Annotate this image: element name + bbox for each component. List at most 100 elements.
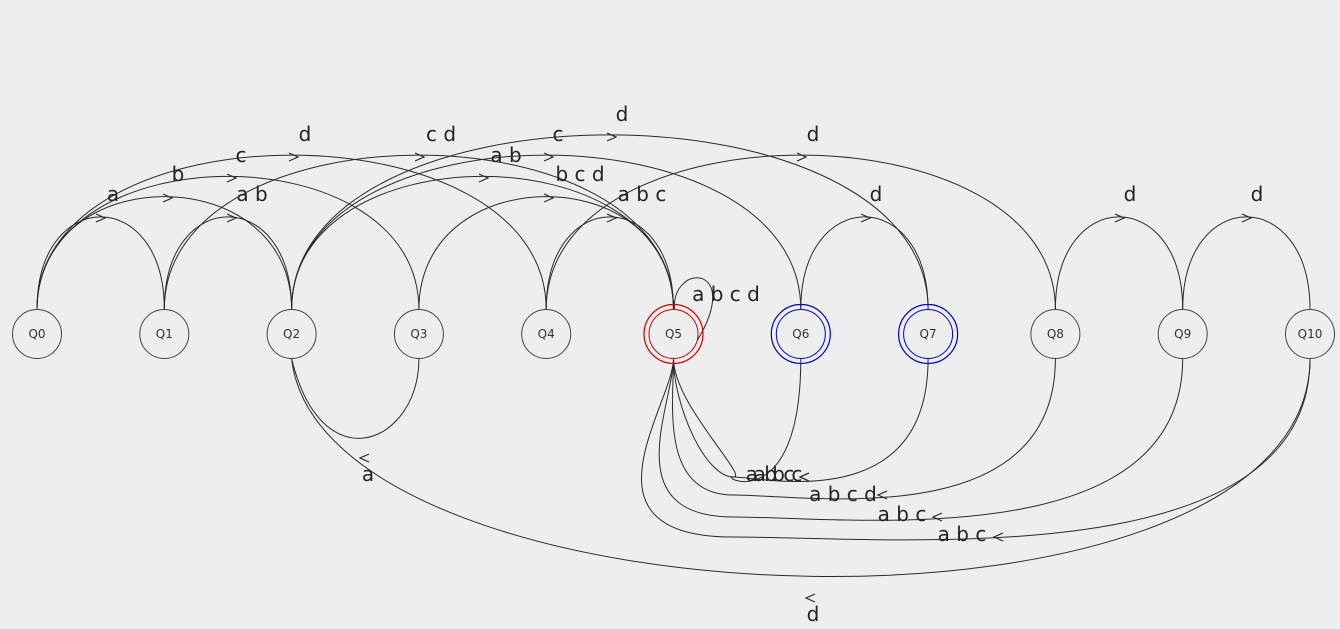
transition-q4-q8 [545,152,1056,310]
state-circle [648,309,699,359]
arrowhead [606,132,618,142]
state-circle [12,309,62,359]
transition-edge [36,216,165,310]
state-label: Q2 [283,327,300,341]
transition-edge [800,216,929,310]
state-q1: Q1 [139,309,190,359]
state-q8: Q8 [1030,309,1081,359]
arrowhead [543,193,555,203]
state-q3: Q3 [393,309,444,359]
arrowhead [95,213,107,223]
transition-q0-q3 [36,173,420,310]
transition-label: d [1251,182,1264,206]
transition-edge [672,358,1056,500]
transition-q0-q1 [36,213,165,310]
transition-edge [658,358,1184,521]
state-circle [266,309,317,359]
transition-q5-q5 [673,277,714,342]
arrowhead [931,512,943,522]
arrowhead [162,193,174,203]
arrowhead [798,472,810,482]
transition-q1-q5 [163,152,674,310]
transition-q3-q2 [291,358,420,463]
transition-q8-q9 [1054,213,1184,310]
state-label: Q5 [665,327,682,341]
transition-label: b [172,162,185,186]
transition-label: a [107,182,119,206]
transition-edge [163,216,293,310]
transition-edge [291,358,1311,577]
transition-q9-q10 [1182,213,1311,310]
state-circle [775,309,826,359]
arrowhead [876,490,888,500]
transition-label: a b c [878,502,927,526]
state-circle [139,309,190,359]
transition-edge [673,277,714,342]
state-circle [1157,309,1208,359]
arrowhead [606,213,618,223]
state-label: Q10 [1298,327,1323,341]
state-circle [393,309,444,359]
state-q7: Q7 [897,303,959,365]
transition-q2-q6 [291,152,802,310]
transition-label: a b [490,143,521,167]
state-q4: Q4 [521,309,572,359]
arrowhead [226,213,238,223]
transition-edge [291,154,802,310]
state-circle [521,309,572,359]
transition-edge [36,154,547,310]
state-label: Q3 [410,327,427,341]
state-q9: Q9 [1157,309,1208,359]
transition-edge [545,216,674,310]
transition-label: d [870,182,883,206]
arrowhead [796,152,808,162]
transition-q10-q2 [291,358,1311,603]
transition-q9-q5 [658,358,1184,522]
state-label: Q7 [920,327,937,341]
state-q5: Q5 [643,303,704,365]
transition-edge [418,196,674,310]
arrowhead [226,173,238,183]
transition-q0-q2 [36,193,293,310]
transition-label: a [362,462,374,486]
state-label: Q9 [1174,327,1191,341]
transition-edge [291,175,674,310]
arrowhead [358,453,370,463]
transition-edge [673,358,929,482]
transition-label: a b c [754,462,803,486]
transition-label: c [236,143,247,167]
arrowhead [414,152,426,162]
transition-label: a b c d [692,282,760,306]
transition-q8-q5 [672,358,1056,500]
transition-label: b c d [555,162,604,186]
transition-label: a b [236,182,267,206]
transition-q1-q2 [163,213,293,310]
accepting-ring [897,303,959,365]
arrowhead [1241,213,1253,223]
transition-label: a b c [618,182,667,206]
transition-q7-q5 [673,358,929,482]
state-circle [1285,309,1335,359]
arrowhead [860,213,872,223]
arrowhead [992,532,1004,542]
state-label: Q1 [156,327,173,341]
transition-q4-q5 [545,213,674,310]
transition-label: d [616,102,629,126]
state-circle [1030,309,1081,359]
accepting-ring [643,303,704,365]
transition-label: a b c [746,462,795,486]
transition-q6-q7 [800,213,929,310]
transition-label: a b c [938,522,987,546]
transition-label: d [807,122,820,146]
state-label: Q0 [28,327,45,341]
transition-edge [641,358,1311,541]
transition-q0-q4 [36,152,547,310]
transition-label: c [553,122,564,146]
transition-label: d [1124,182,1137,206]
transition-edge [36,175,420,310]
state-label: Q8 [1047,327,1064,341]
state-circle [903,309,954,359]
transition-edge [291,134,929,310]
arrowhead [1114,213,1126,223]
